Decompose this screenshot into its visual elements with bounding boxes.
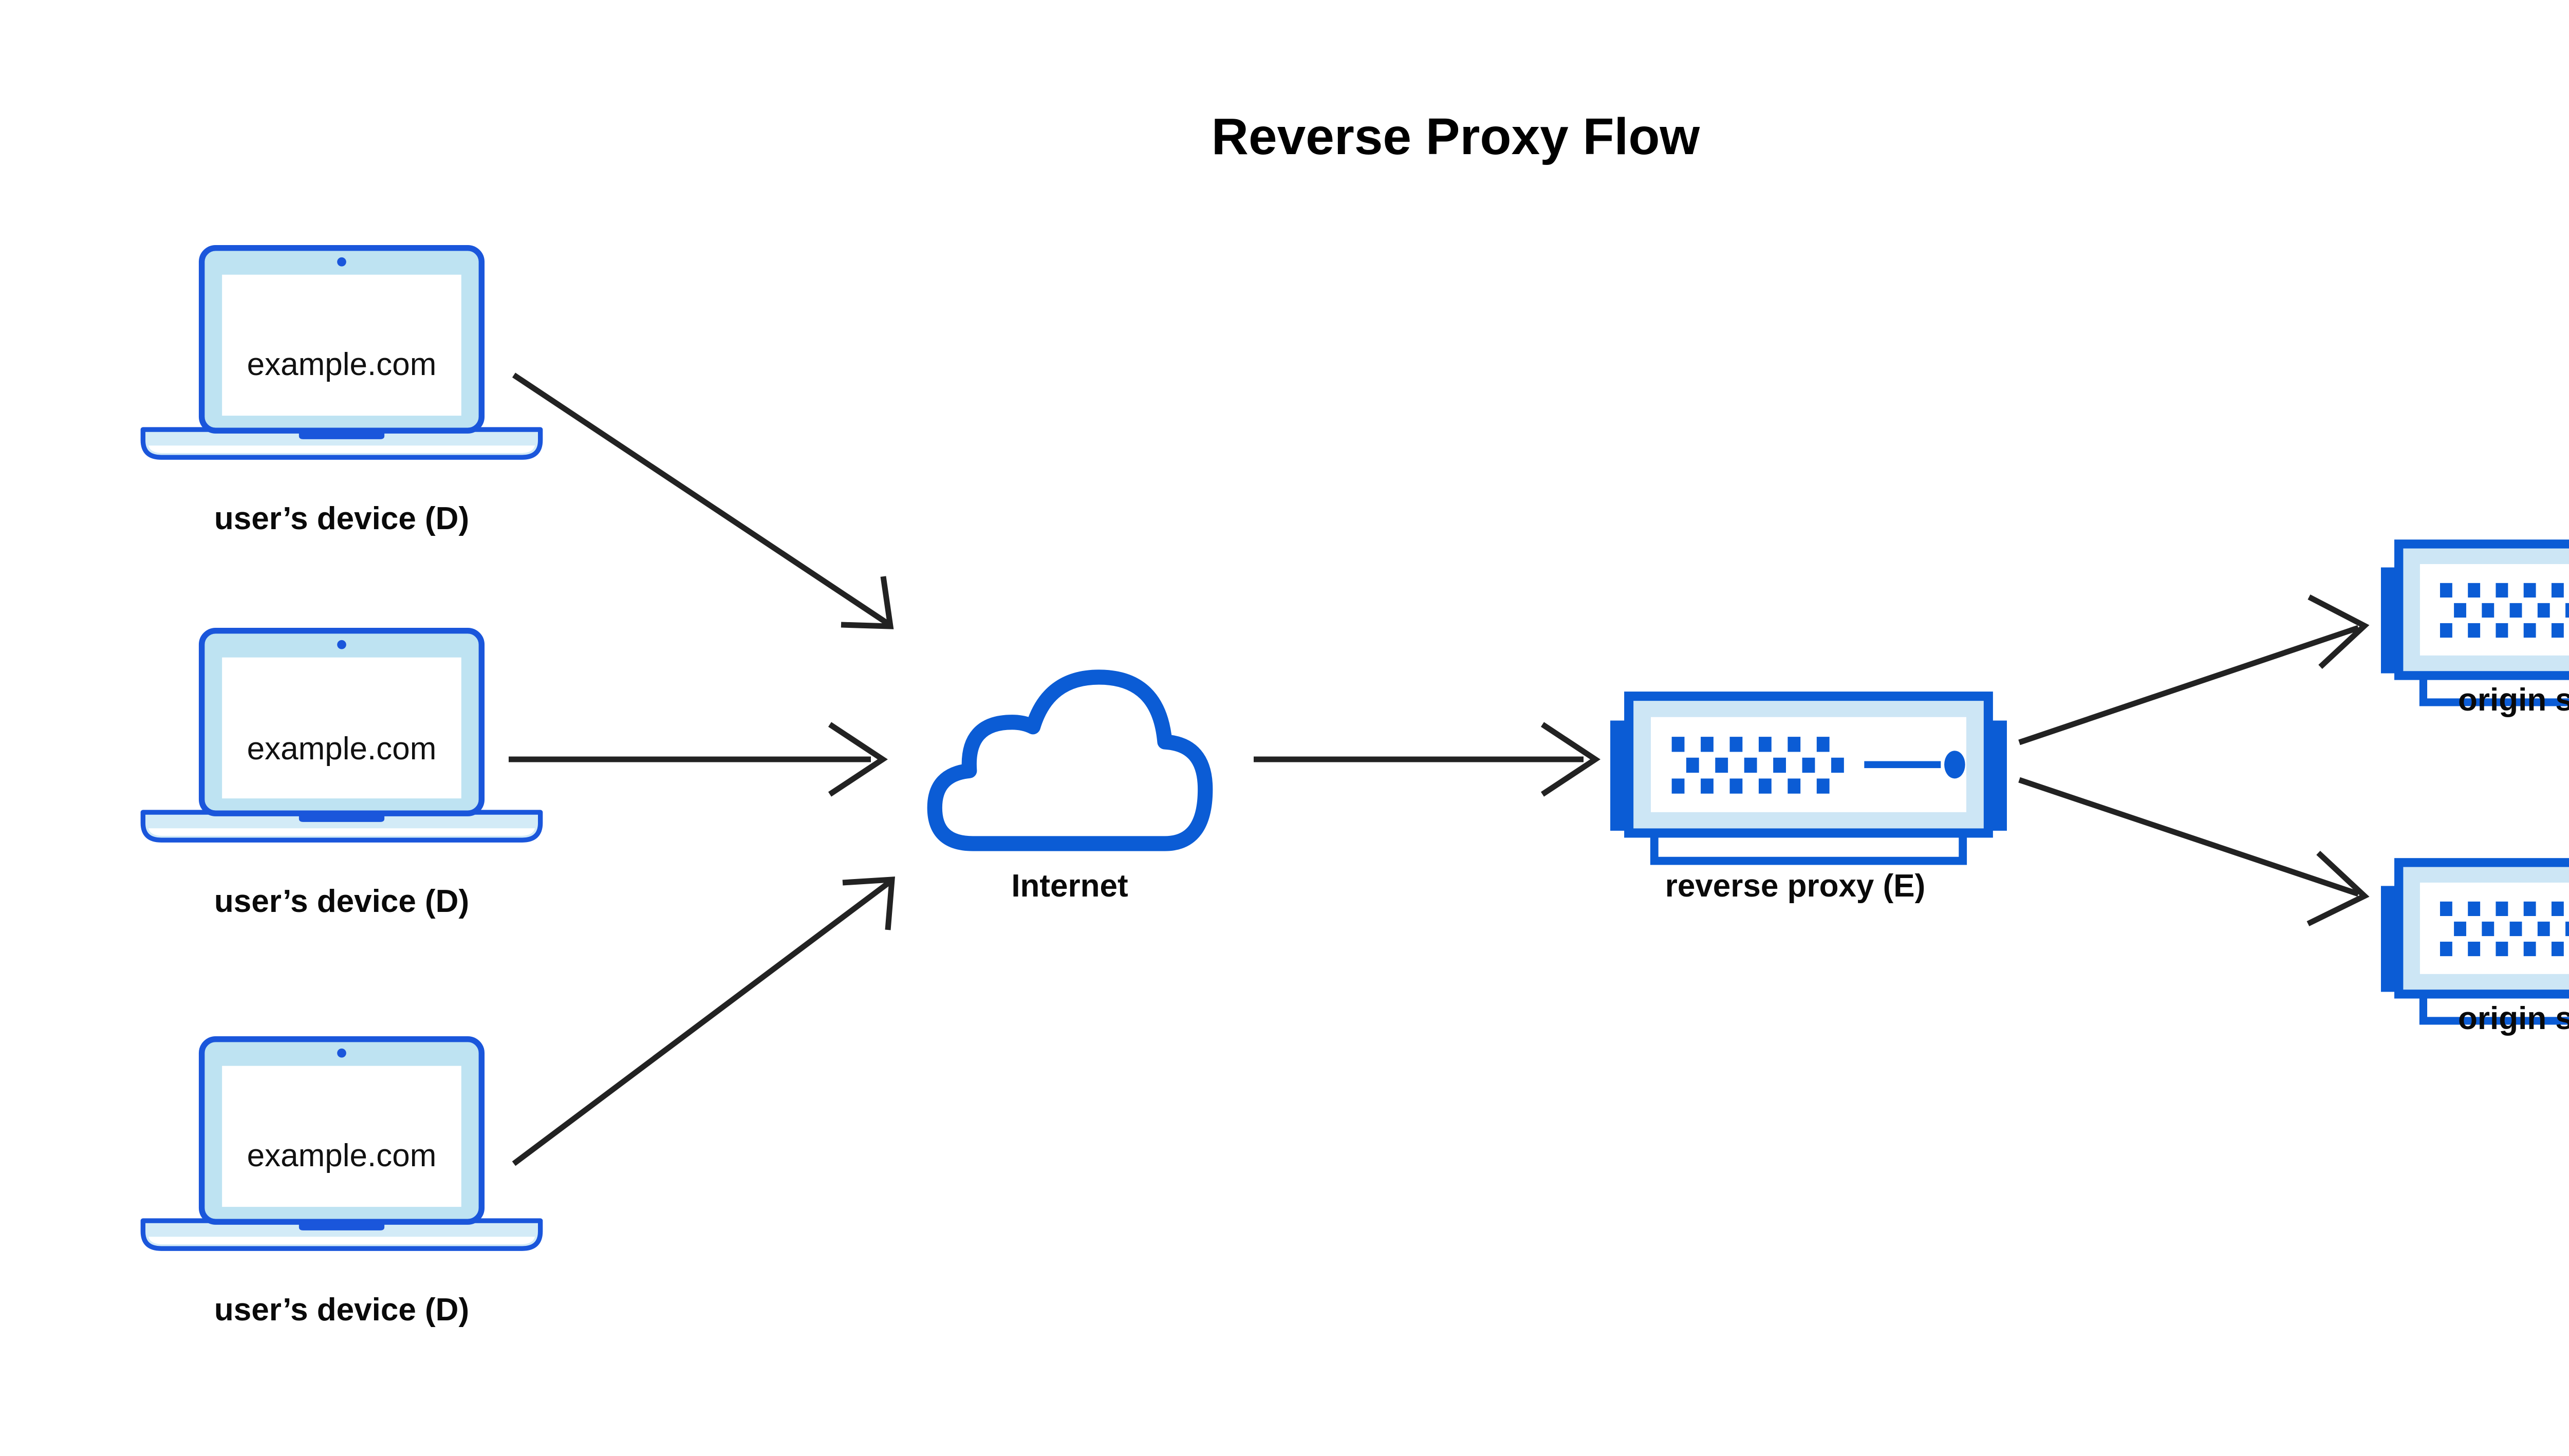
cloud-icon [935, 677, 1205, 844]
device-screen-text: example.com [247, 347, 437, 382]
device-label: user’s device (D) [214, 501, 469, 536]
internet-label: Internet [1011, 868, 1128, 904]
node-origin-server-bottom[interactable]: origin server (F) [2381, 863, 2569, 1036]
page-title: Reverse Proxy Flow [1212, 108, 1700, 165]
edge-layer [509, 372, 2370, 1166]
device-label: user’s device (D) [214, 1292, 469, 1328]
node-reverse-proxy[interactable]: reverse proxy (E) [1610, 696, 2007, 904]
device-label: user’s device (D) [214, 884, 469, 919]
node-user-device-top[interactable]: example.com user’s device (D) [143, 248, 540, 536]
server-icon [2381, 863, 2569, 1021]
node-user-device-middle[interactable]: example.com user’s device (D) [143, 631, 540, 919]
device-screen-text: example.com [247, 1138, 437, 1173]
node-internet[interactable]: Internet [935, 677, 1205, 904]
reverse-proxy-label: reverse proxy (E) [1665, 868, 1926, 904]
server-icon [2381, 544, 2569, 702]
edge-internet-to-reverse-proxy [1254, 722, 1600, 797]
origin-server-label: origin server (F) [2458, 1001, 2569, 1036]
device-screen-text: example.com [247, 731, 437, 767]
edge-reverse-proxy-to-origin-top [2018, 594, 2370, 745]
node-user-device-bottom[interactable]: example.com user’s device (D) [143, 1039, 540, 1328]
edge-device-top-to-internet [512, 372, 894, 629]
edge-device-middle-to-internet [509, 722, 888, 797]
edge-device-bottom-to-internet [512, 876, 895, 1166]
node-origin-server-top[interactable]: origin server (F) [2381, 544, 2569, 718]
origin-server-label: origin server (F) [2458, 682, 2569, 718]
server-icon [1610, 696, 2007, 861]
edge-reverse-proxy-to-origin-bottom [2018, 777, 2370, 926]
